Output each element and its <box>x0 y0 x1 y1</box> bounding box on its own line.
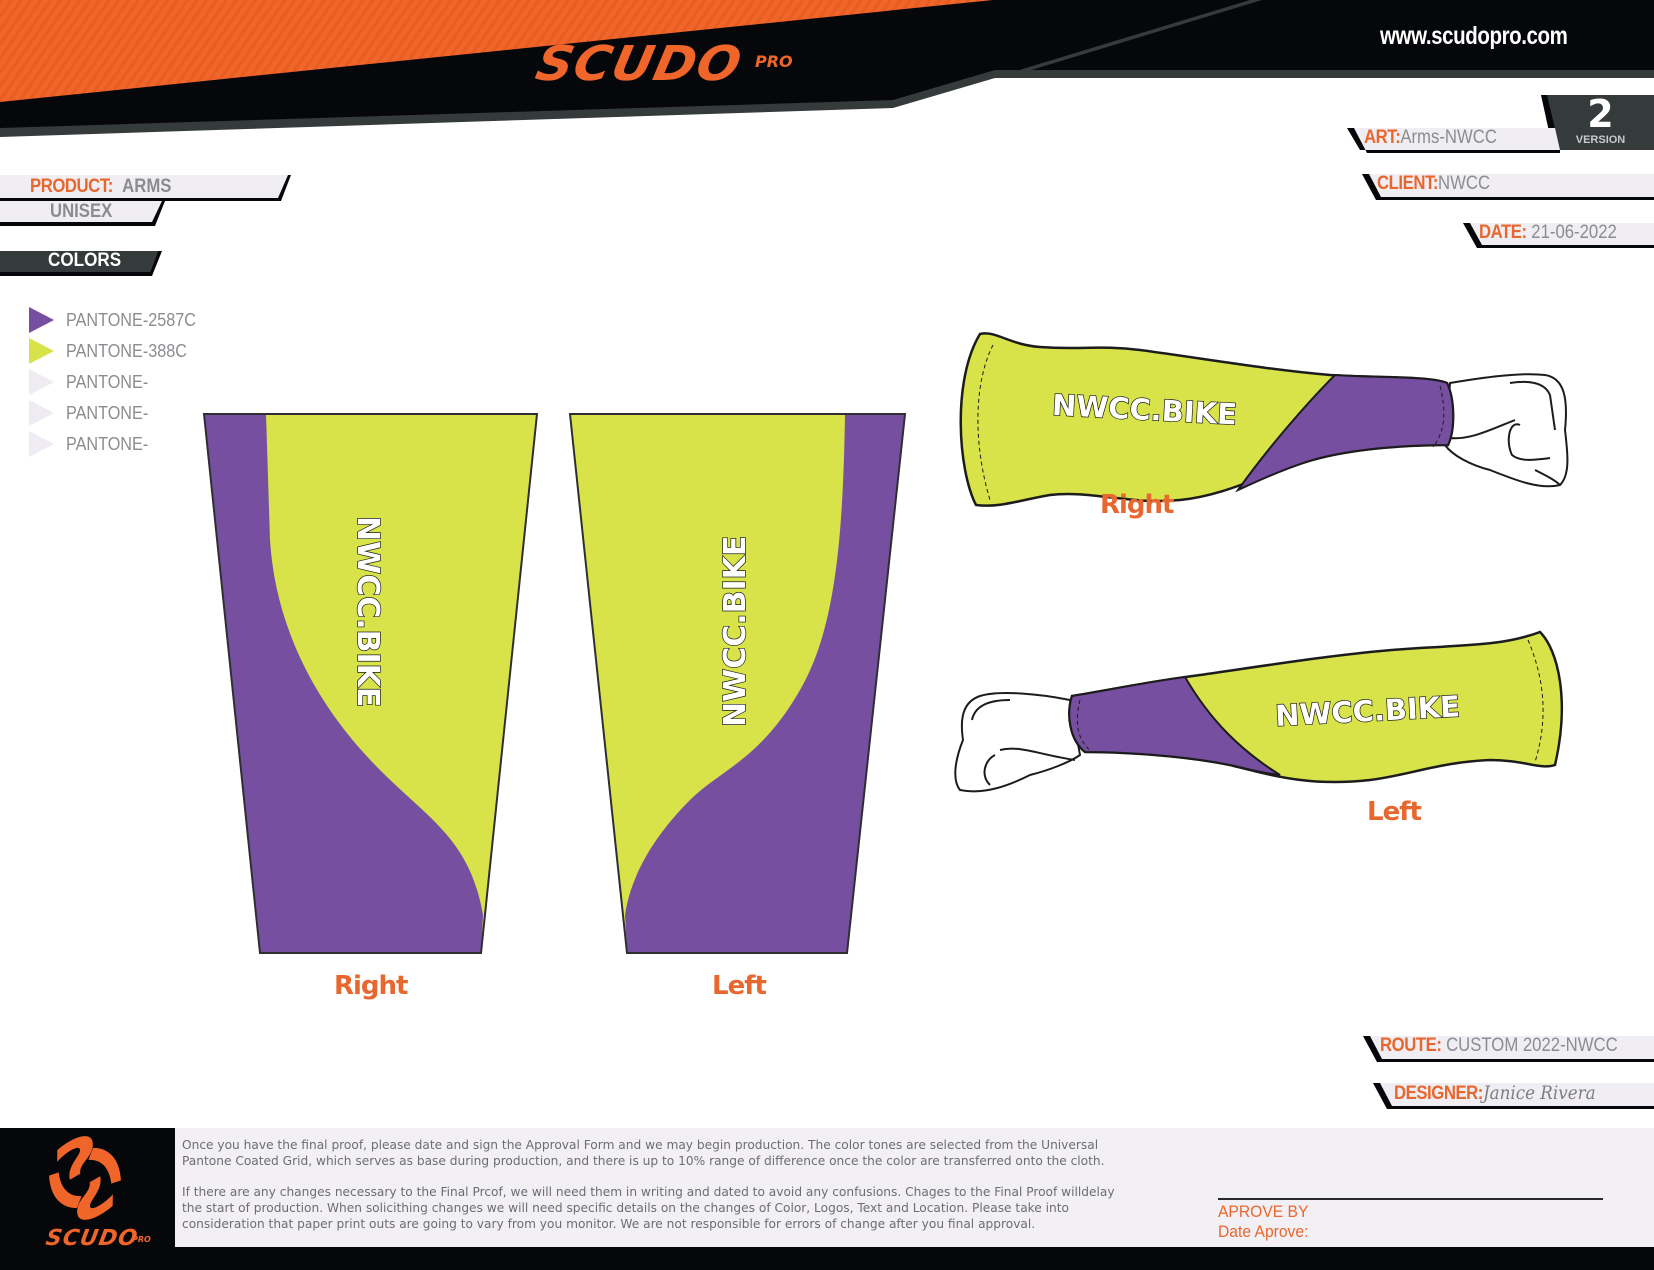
flat-pattern-right <box>204 414 537 953</box>
designer-field: DESIGNER:Janice Rivera <box>1394 1082 1596 1105</box>
flat-left-print-text: NWCC.BIKE <box>718 536 753 727</box>
version-label: VERSION <box>1575 134 1626 146</box>
mockup-left-caption: Left <box>1367 797 1422 827</box>
product-label: PRODUCT: <box>30 176 113 197</box>
footer-logo-icon <box>49 1136 121 1220</box>
footer-brand-suffix: PRO <box>132 1235 151 1244</box>
product-gender: UNISEX <box>50 201 113 222</box>
disclaimer-line: Pantone Coated Grid, which serves as bas… <box>182 1154 1105 1168</box>
color-swatch-row: PANTONE- <box>29 399 157 427</box>
date-label: DATE: <box>1479 222 1527 243</box>
client-field: CLIENT:NWCC <box>1377 173 1490 195</box>
designer-label: DESIGNER: <box>1394 1083 1483 1104</box>
swatch-triangle-icon <box>29 431 54 457</box>
version-box <box>1541 95 1654 150</box>
flat-left-caption: Left <box>712 971 767 1001</box>
disclaimer-line: Once you have the final proof, please da… <box>182 1138 1099 1152</box>
disclaimer-line: consideration that paper print outs are … <box>182 1217 1036 1231</box>
art-value: Arms-NWCC <box>1400 127 1497 148</box>
version-number: 2 <box>1587 92 1614 136</box>
signature-line[interactable] <box>1218 1198 1603 1200</box>
color-name: PANTONE- <box>66 371 149 392</box>
mockup-right-arm: NWCC.BIKE <box>959 332 1569 507</box>
route-label: ROUTE: <box>1380 1035 1442 1056</box>
date-approve-label: Date Aprove: <box>1218 1222 1309 1241</box>
mockup-right-caption: Right <box>1100 490 1174 520</box>
date-value: 21-06-2022 <box>1531 222 1617 243</box>
color-name: PANTONE-2587C <box>66 309 196 330</box>
flat-right-caption: Right <box>334 971 408 1001</box>
client-value: NWCC <box>1438 173 1491 194</box>
art-label: ART: <box>1364 127 1401 148</box>
date-field: DATE: 21-06-2022 <box>1479 222 1617 244</box>
disclaimer-line: If there are any changes necessary to th… <box>182 1185 1115 1199</box>
color-swatch-row: PANTONE-388C <box>29 337 200 365</box>
color-name: PANTONE- <box>66 402 149 423</box>
header-band <box>0 0 1654 137</box>
header-brand-suffix: PRO <box>755 52 793 71</box>
flat-right-print-text: NWCC.BIKE <box>350 516 385 707</box>
color-swatch-row: PANTONE- <box>29 430 157 458</box>
route-field: ROUTE: CUSTOM 2022-NWCC <box>1380 1035 1618 1057</box>
color-name: PANTONE-388C <box>66 340 187 361</box>
client-label: CLIENT: <box>1377 173 1439 194</box>
color-swatch-row: PANTONE-2587C <box>29 306 210 334</box>
designer-value: Janice Rivera <box>1482 1082 1596 1104</box>
swatch-triangle-icon <box>29 400 54 426</box>
swatch-triangle-icon <box>29 307 54 333</box>
color-swatch-row: PANTONE- <box>29 368 157 396</box>
product-value: ARMS <box>122 176 172 197</box>
swatch-triangle-icon <box>29 338 54 364</box>
color-name: PANTONE- <box>66 433 149 454</box>
footer-disclaimer-panel <box>175 1128 1654 1247</box>
footer-brand-logo: SCUDO <box>43 1226 141 1251</box>
art-field: ART:Arms-NWCC <box>1364 127 1497 149</box>
website-link[interactable]: www.scudopro.com <box>1380 22 1568 50</box>
route-value: CUSTOM 2022-NWCC <box>1446 1035 1618 1056</box>
approve-by-label: APROVE BY <box>1218 1202 1309 1221</box>
colors-title: COLORS <box>48 250 122 271</box>
swatch-triangle-icon <box>29 369 54 395</box>
flat-pattern-left <box>570 414 905 953</box>
disclaimer-line: the start of production. When solicithin… <box>182 1201 1070 1215</box>
product-field: PRODUCT: ARMS <box>30 176 171 198</box>
mockup-left-arm: NWCC.BIKE <box>954 630 1564 793</box>
